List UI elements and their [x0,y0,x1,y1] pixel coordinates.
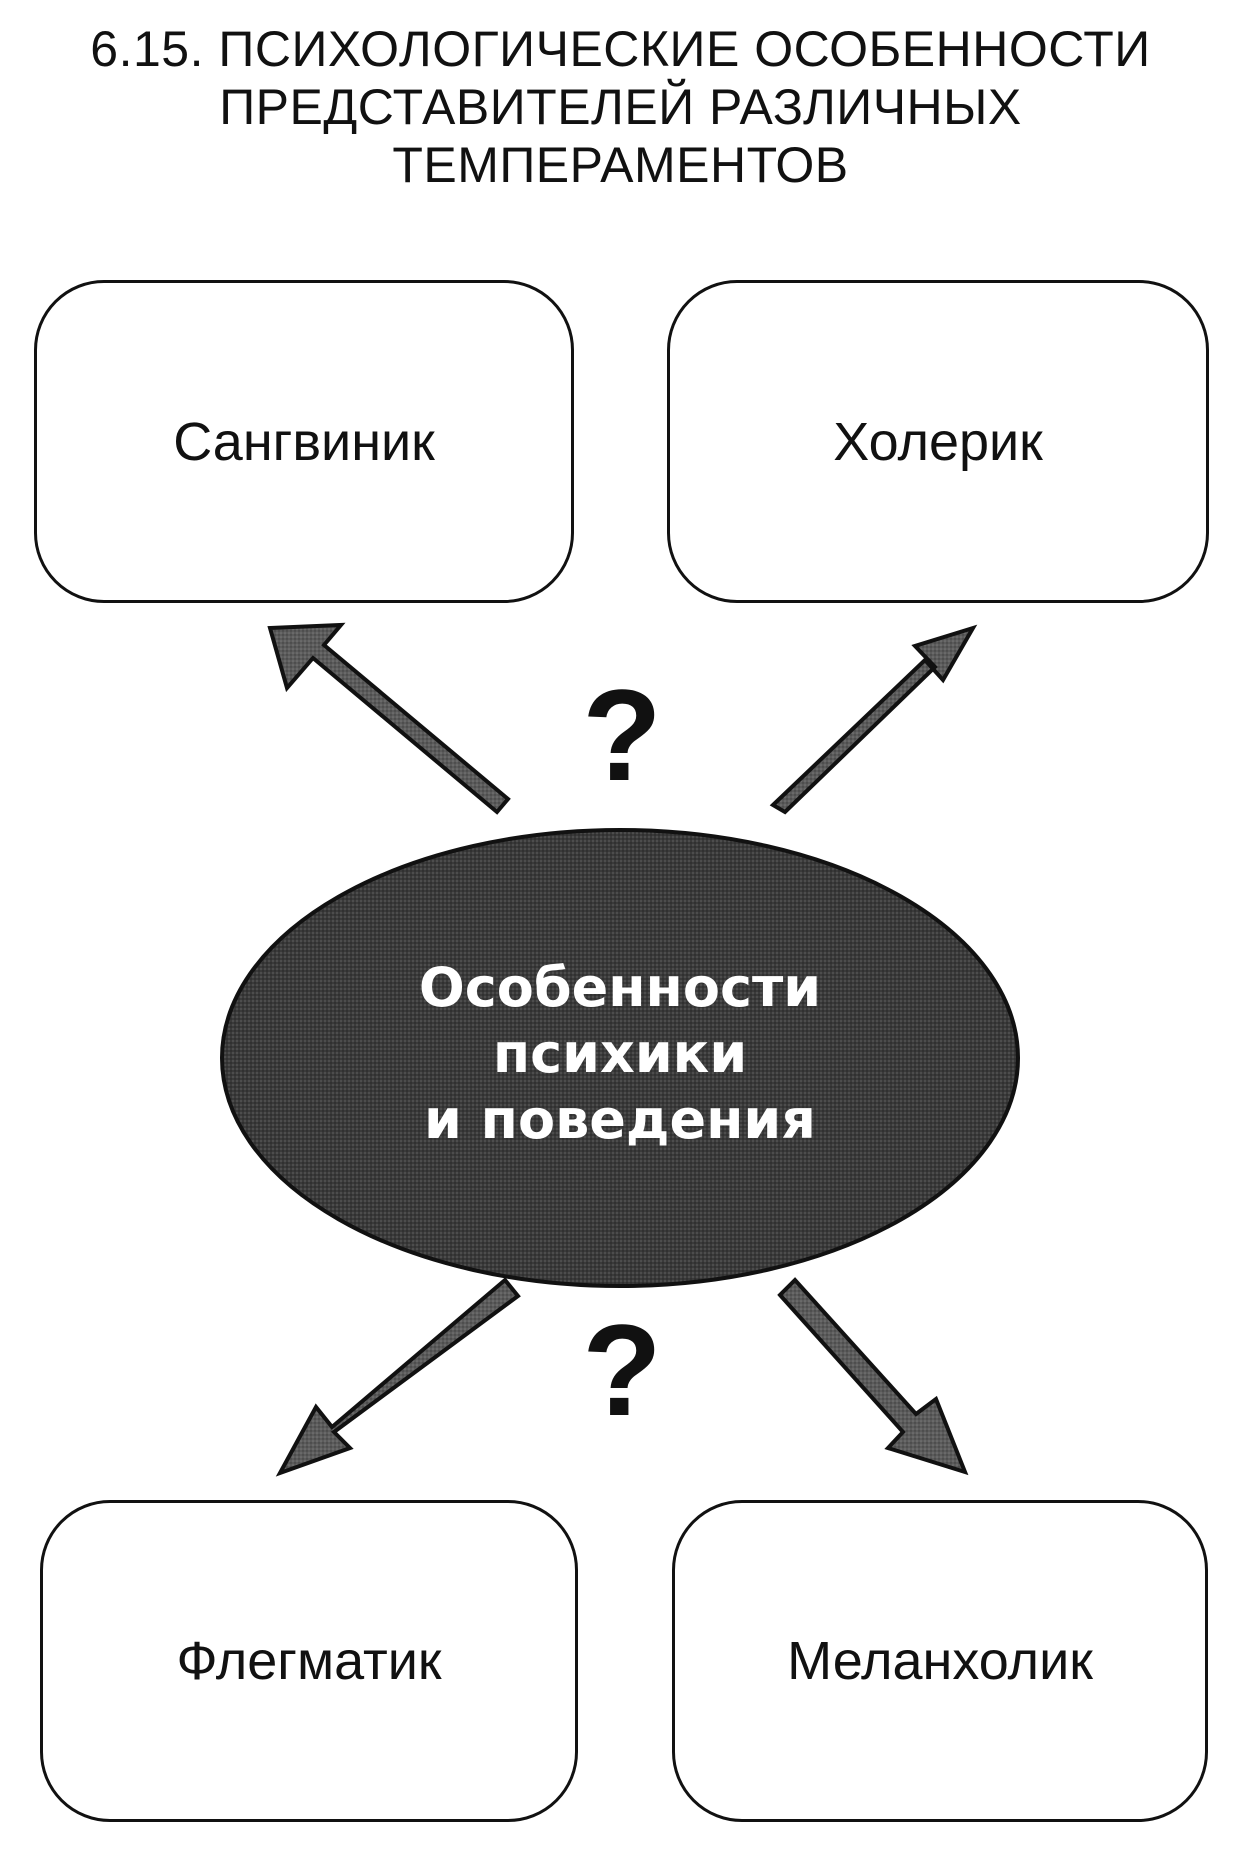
arrow-to-phlegmatic [275,1277,521,1477]
center-label: Особенности психики и поведения [330,955,910,1153]
title-line-1: 6.15. ПСИХОЛОГИЧЕСКИЕ ОСОБЕННОСТИ [90,21,1151,77]
box-sanguine: Сангвиник [34,280,574,603]
arrow-to-choleric [769,624,978,815]
center-label-line-3: и поведения [424,1088,816,1151]
question-mark-bottom: ? [582,1297,662,1443]
title-line-2: ПРЕДСТАВИТЕЛЕЙ РАЗЛИЧНЫХ [219,79,1022,135]
box-sanguine-label: Сангвиник [173,411,435,472]
box-choleric: Холерик [667,280,1209,603]
center-label-line-2: психики [492,1022,748,1085]
box-phlegmatic-label: Флегматик [176,1631,442,1691]
box-melancholic-label: Меланхолик [787,1631,1093,1691]
box-melancholic: Меланхолик [672,1500,1208,1822]
center-ellipse [220,828,1020,1288]
center-label-line-1: Особенности [418,956,822,1019]
box-phlegmatic: Флегматик [40,1500,578,1822]
title-line-3: ТЕМПЕРАМЕНТОВ [392,137,849,193]
box-choleric-label: Холерик [833,411,1043,472]
arrow-to-melancholic [777,1277,969,1476]
diagram-title: 6.15. ПСИХОЛОГИЧЕСКИЕ ОСОБЕННОСТИ ПРЕДСТ… [0,20,1241,194]
arrow-to-sanguine [267,622,511,815]
question-mark-top: ? [582,662,662,808]
